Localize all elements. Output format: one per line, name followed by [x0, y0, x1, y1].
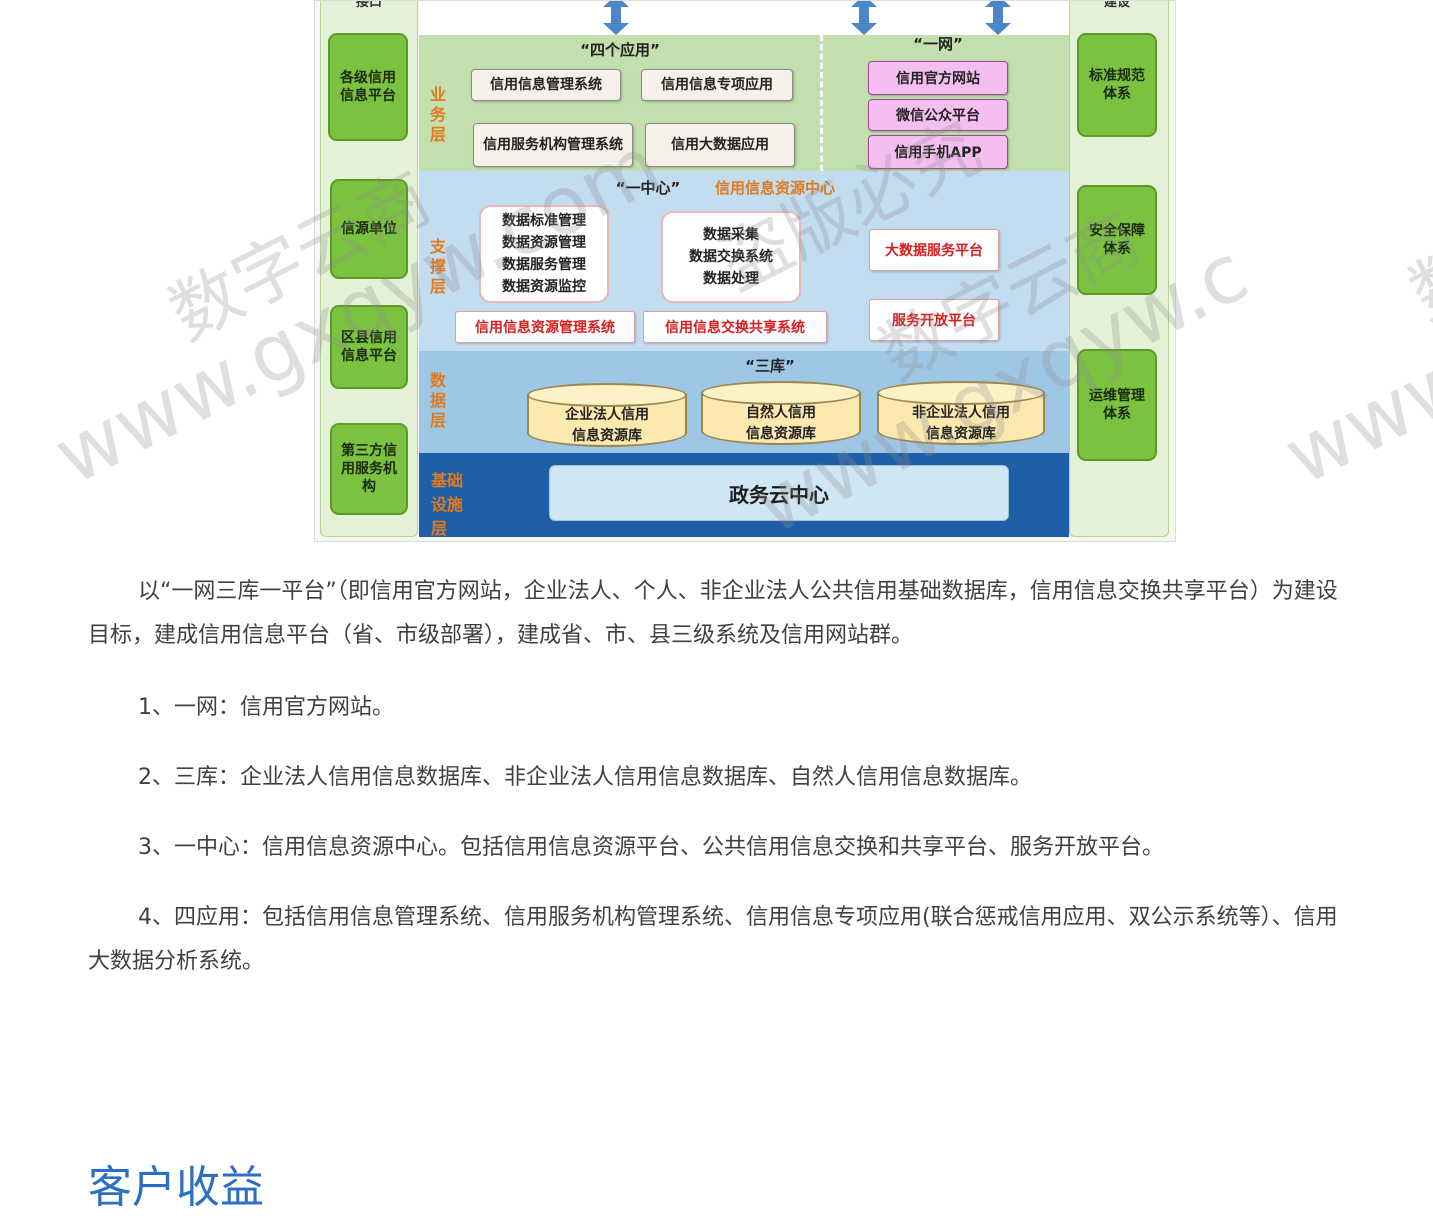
- service-open-platform: 服务开放平台: [869, 299, 999, 341]
- net-official-website: 信用官方网站: [868, 61, 1008, 95]
- right-box-security: 安全保障体系: [1077, 185, 1157, 295]
- watermark-text: www.: [1270, 322, 1433, 503]
- left-box-third-party: 第三方信用服务机构: [330, 423, 408, 515]
- db-non-enterprise-cylinder: 非企业法人信用 信息资源库: [877, 381, 1045, 445]
- right-box-operations: 运维管理体系: [1077, 349, 1157, 461]
- watermark-text: 数: [1396, 231, 1433, 337]
- arrow-updown-icon: [851, 1, 877, 35]
- left-column-top-label: 接口: [355, 0, 382, 10]
- section-heading: 客户收益: [88, 1162, 264, 1213]
- top-strip: [419, 1, 1069, 35]
- four-apps-title: “四个应用”: [580, 41, 660, 59]
- data-exchange-line: 数据处理: [703, 271, 759, 287]
- db-natural-person-cylinder: 自然人信用 信息资源库: [701, 381, 861, 445]
- infrastructure-layer-label: 基础设施层: [431, 471, 464, 538]
- data-management-line: 数据资源监控: [502, 279, 586, 295]
- data-exchange-line: 数据交换系统: [689, 249, 773, 265]
- db-natural-person-label: 自然人信用 信息资源库: [701, 403, 861, 445]
- big-data-service-platform: 大数据服务平台: [869, 229, 999, 271]
- arrow-updown-icon: [603, 1, 629, 35]
- db-cylinder-top: [527, 383, 687, 407]
- list-item-four-applications: 4、四应用：包括信用信息管理系统、信用服务机构管理系统、信用信息专项应用(联合惩…: [88, 905, 1338, 974]
- data-management-box: 数据标准管理 数据资源管理 数据服务管理 数据资源监控: [479, 205, 609, 303]
- right-box-standards: 标准规范体系: [1077, 33, 1157, 137]
- data-exchange-line: 数据采集: [703, 227, 759, 243]
- db-enterprise-cylinder: 企业法人信用 信息资源库: [527, 383, 687, 447]
- arrow-updown-icon: [985, 1, 1011, 35]
- app-credit-info-management: 信用信息管理系统: [471, 69, 621, 101]
- list-item-one-network: 1、一网：信用官方网站。: [138, 695, 394, 720]
- credit-exchange-share-system: 信用信息交换共享系统: [643, 311, 827, 343]
- data-management-line: 数据资源管理: [502, 235, 586, 251]
- business-layer-label: 业务层: [429, 85, 446, 144]
- one-center-subtitle: 信用信息资源中心: [715, 179, 836, 197]
- db-label-line: 信息资源库: [572, 428, 642, 444]
- data-management-line: 数据标准管理: [502, 213, 586, 229]
- app-credit-special-application: 信用信息专项应用: [641, 69, 793, 101]
- data-layer-label: 数据层: [429, 371, 446, 430]
- left-box-source-units: 信源单位: [330, 179, 408, 279]
- credit-resource-management-system: 信用信息资源管理系统: [455, 311, 635, 343]
- list-item-one-center: 3、一中心：信用信息资源中心。包括信用信息资源平台、公共信用信息交换和共享平台、…: [138, 835, 1165, 860]
- db-label-line: 企业法人信用: [565, 407, 649, 423]
- db-label-line: 自然人信用: [746, 405, 816, 421]
- db-label-line: 信息资源库: [926, 426, 996, 442]
- one-center-title: “一中心”: [615, 179, 681, 197]
- right-column-top-label: 建设: [1103, 0, 1130, 10]
- one-network-title: “一网”: [913, 35, 963, 53]
- app-credit-big-data: 信用大数据应用: [645, 123, 795, 167]
- intro-paragraph: 以“一网三库一平台”（即信用官方网站，企业法人、个人、非企业法人公共信用基础数据…: [88, 579, 1338, 648]
- net-mobile-app: 信用手机APP: [868, 135, 1008, 169]
- business-layer-divider: [820, 35, 823, 171]
- db-enterprise-label: 企业法人信用 信息资源库: [527, 405, 687, 447]
- app-credit-agency-management: 信用服务机构管理系统: [473, 123, 633, 167]
- architecture-diagram: 接口 各级信用信息平台 信源单位 区县信用信息平台 第三方信用服务机构 建设 标…: [314, 0, 1176, 542]
- db-cylinder-top: [701, 381, 861, 405]
- db-non-enterprise-label: 非企业法人信用 信息资源库: [877, 403, 1045, 445]
- list-item-three-databases: 2、三库：企业法人信用信息数据库、非企业法人信用信息数据库、自然人信用信息数据库…: [138, 765, 1033, 790]
- db-label-line: 信息资源库: [746, 426, 816, 442]
- left-box-county-platforms: 区县信用信息平台: [330, 305, 408, 389]
- data-exchange-box: 数据采集 数据交换系统 数据处理: [661, 211, 801, 303]
- db-label-line: 非企业法人信用: [912, 405, 1010, 421]
- left-box-provincial-platforms: 各级信用信息平台: [328, 33, 408, 141]
- gov-cloud-center: 政务云中心: [549, 465, 1009, 521]
- data-management-line: 数据服务管理: [502, 257, 586, 273]
- support-layer-label: 支撑层: [429, 237, 446, 296]
- three-db-title: “三库”: [745, 357, 795, 375]
- net-wechat-platform: 微信公众平台: [868, 99, 1008, 131]
- db-cylinder-top: [877, 381, 1045, 405]
